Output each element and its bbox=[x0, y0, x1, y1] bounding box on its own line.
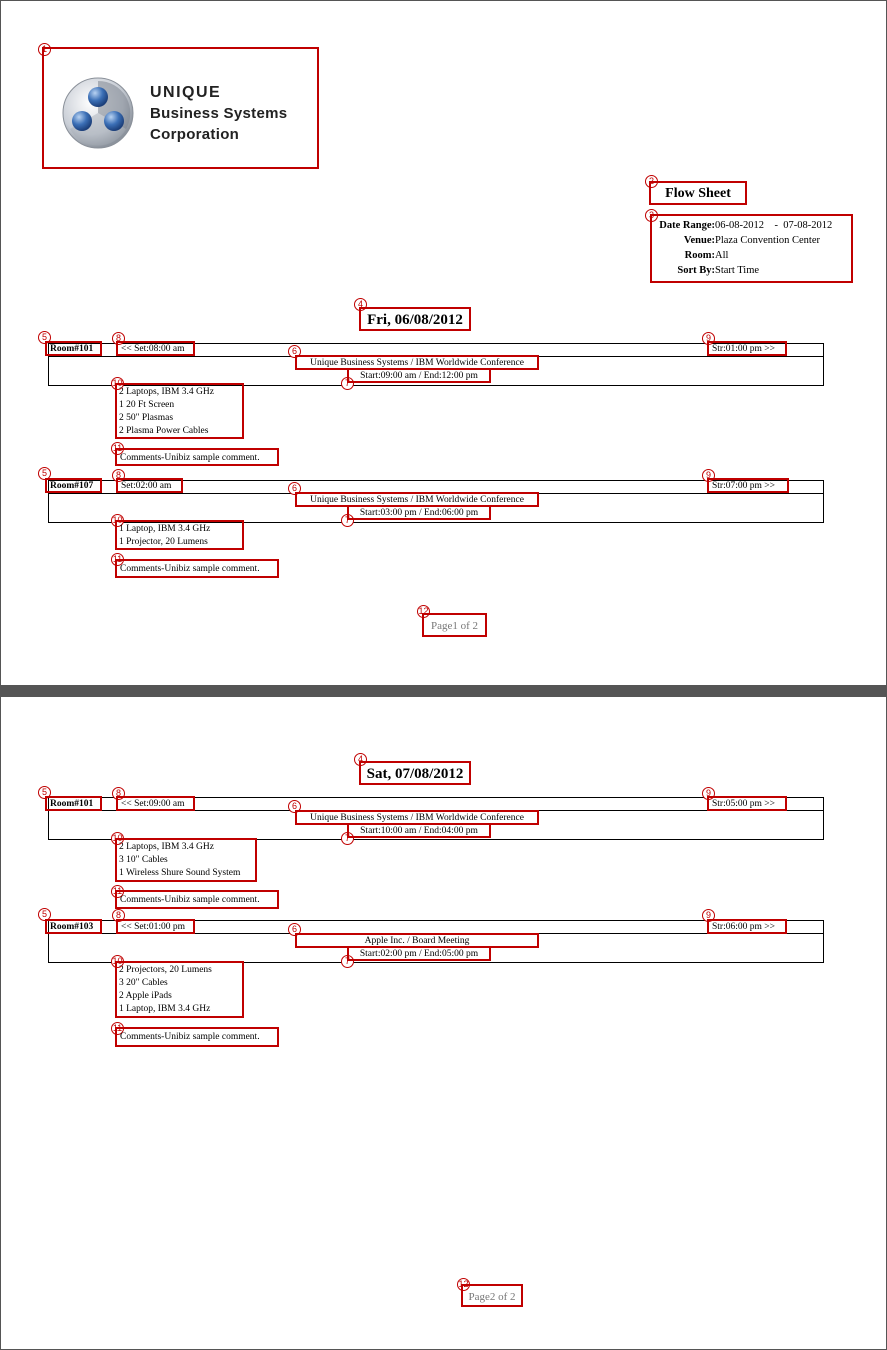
equipment-item: 3 20" Cables bbox=[119, 978, 168, 988]
booking-comment: Comments-Unibiz sample comment. bbox=[115, 1027, 279, 1047]
strike-time: Str:01:00 pm >> bbox=[707, 341, 787, 356]
company-name-line1: UNIQUE bbox=[150, 84, 222, 101]
callout-marker: 6 bbox=[288, 923, 301, 936]
report-page-2: 4 Sat, 07/08/2012 5 Room#101 8 << Set:09… bbox=[0, 696, 887, 1350]
report-parameters: Date Range:06-08-2012 - 07-08-2012 Venue… bbox=[650, 214, 853, 283]
equipment-item: 2 Laptops, IBM 3.4 GHz bbox=[119, 842, 214, 852]
room-label: Room#101 bbox=[45, 796, 102, 811]
equipment-item: 3 10" Cables bbox=[119, 855, 168, 865]
setup-time: << Set:01:00 pm bbox=[116, 919, 195, 934]
equipment-item: 2 Projectors, 20 Lumens bbox=[119, 965, 212, 975]
booking-comment: Comments-Unibiz sample comment. bbox=[115, 890, 279, 909]
strike-time: Str:07:00 pm >> bbox=[707, 478, 789, 493]
company-logo-icon bbox=[62, 77, 134, 149]
param-date-range: Date Range:06-08-2012 - 07-08-2012 bbox=[659, 220, 833, 231]
room-label: Room#101 bbox=[45, 341, 102, 356]
callout-marker: 5 bbox=[38, 786, 51, 799]
setup-time: << Set:08:00 am bbox=[116, 341, 195, 356]
event-time: Start:02:00 pm / End:05:00 pm bbox=[347, 946, 491, 961]
callout-marker: 5 bbox=[38, 908, 51, 921]
company-name-line3: Corporation bbox=[150, 126, 240, 143]
event-time: Start:03:00 pm / End:06:00 pm bbox=[347, 505, 491, 520]
param-room: Room:All bbox=[684, 250, 729, 261]
equipment-item: 1 Laptop, IBM 3.4 GHz bbox=[119, 524, 211, 534]
equipment-item: 2 Laptops, IBM 3.4 GHz bbox=[119, 387, 214, 397]
equipment-item: 1 20 Ft Screen bbox=[119, 400, 175, 410]
callout-marker: 5 bbox=[38, 331, 51, 344]
callout-marker: 5 bbox=[38, 467, 51, 480]
param-venue: Venue:Plaza Convention Center bbox=[683, 235, 820, 246]
equipment-item: 2 50" Plasmas bbox=[119, 413, 174, 423]
event-time: Start:10:00 am / End:04:00 pm bbox=[347, 823, 491, 838]
day-heading: Fri, 06/08/2012 bbox=[359, 307, 471, 331]
callout-marker: 1 bbox=[38, 43, 51, 56]
page-number: Page1 of 2 bbox=[422, 613, 487, 637]
event-time: Start:09:00 am / End:12:00 pm bbox=[347, 368, 491, 383]
booking-comment: Comments-Unibiz sample comment. bbox=[115, 559, 279, 578]
equipment-list: 2 Laptops, IBM 3.4 GHz 3 10" Cables 1 Wi… bbox=[115, 838, 257, 882]
day-heading: Sat, 07/08/2012 bbox=[359, 761, 471, 785]
strike-time: Str:05:00 pm >> bbox=[707, 796, 787, 811]
equipment-item: 2 Plasma Power Cables bbox=[119, 426, 209, 436]
equipment-list: 2 Laptops, IBM 3.4 GHz 1 20 Ft Screen 2 … bbox=[115, 383, 244, 439]
page-number: Page2 of 2 bbox=[461, 1284, 523, 1307]
callout-marker: 6 bbox=[288, 345, 301, 358]
callout-marker: 6 bbox=[288, 800, 301, 813]
page-separator bbox=[0, 686, 887, 696]
report-page-1: 1 UNIQUE Bus bbox=[0, 0, 887, 686]
report-title: Flow Sheet bbox=[649, 181, 747, 205]
company-name: UNIQUE Business Systems Corporation bbox=[150, 83, 287, 145]
company-logo: UNIQUE Business Systems Corporation bbox=[42, 47, 319, 169]
setup-time: Set:02:00 am bbox=[116, 478, 183, 493]
callout-marker: 8 bbox=[112, 909, 125, 922]
setup-time: << Set:09:00 am bbox=[116, 796, 195, 811]
booking-comment: Comments-Unibiz sample comment. bbox=[115, 448, 279, 466]
strike-time: Str:06:00 pm >> bbox=[707, 919, 787, 934]
equipment-item: 1 Laptop, IBM 3.4 GHz bbox=[119, 1004, 211, 1014]
equipment-item: 1 Wireless Shure Sound System bbox=[119, 868, 241, 878]
equipment-list: 2 Projectors, 20 Lumens 3 20" Cables 2 A… bbox=[115, 961, 244, 1018]
room-label: Room#107 bbox=[45, 478, 102, 493]
param-sort-by: Sort By:Start Time bbox=[677, 265, 760, 276]
equipment-item: 2 Apple iPads bbox=[119, 991, 172, 1001]
equipment-item: 1 Projector, 20 Lumens bbox=[119, 537, 208, 547]
callout-marker: 6 bbox=[288, 482, 301, 495]
room-label: Room#103 bbox=[45, 919, 102, 934]
equipment-list: 1 Laptop, IBM 3.4 GHz 1 Projector, 20 Lu… bbox=[115, 520, 244, 550]
company-name-line2: Business Systems bbox=[150, 105, 288, 122]
